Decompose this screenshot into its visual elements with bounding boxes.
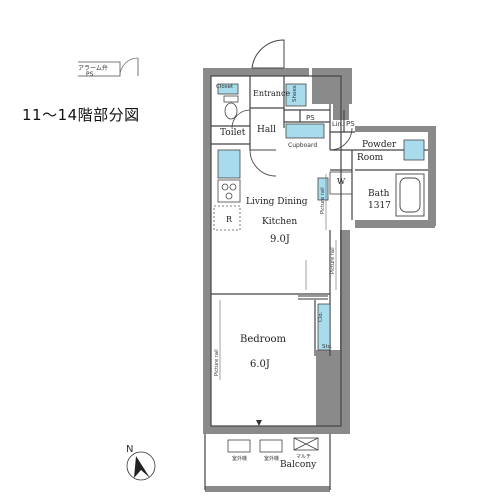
washer-tap (317, 177, 329, 201)
closet-shelf (217, 83, 239, 95)
powder-room-label-1: Powder (362, 140, 397, 150)
picture-rail-label-2: Picture rail (214, 349, 220, 376)
bathtub (395, 173, 425, 217)
washer-label: W (337, 177, 346, 186)
ps-label-2: PS (346, 120, 355, 128)
picture-rail-label-3: Picture rail (330, 247, 336, 274)
walls (203, 68, 436, 492)
closet-storage (317, 303, 331, 351)
bedroom-label: Bedroom (240, 334, 286, 345)
closet-label: Closet (216, 84, 234, 90)
powder-door (329, 127, 353, 151)
outdoor-unit-label-2: 室外機 (264, 455, 279, 462)
bath-size-label: 1317 (368, 201, 391, 211)
picture-rail-label-1: Picture rail (320, 187, 326, 214)
key-plan-ps-label: PS (86, 71, 94, 78)
fixtures (217, 83, 425, 351)
entrance-door (251, 39, 285, 69)
key-plan-alarm-label: アラーム弁 (78, 64, 108, 72)
multi-unit-label: マルチ (296, 454, 311, 460)
washer-space (329, 171, 353, 195)
ps-label-1: PS (306, 114, 315, 122)
ldk-label-1: Living Dining (246, 197, 308, 207)
floor-range-label: 11〜14階部分図 (22, 106, 140, 124)
sliding-partition (298, 295, 328, 300)
storage-label: Sto. (322, 344, 333, 350)
outdoor-unit-label-1: 室外機 (232, 455, 247, 462)
fridge-label: R (226, 215, 233, 224)
cupboard-label: Cupboard (288, 142, 317, 149)
linen-label: Lin. (332, 120, 344, 128)
toilet-fixture (223, 95, 239, 120)
window-marker (256, 420, 262, 426)
room-labels: Closet Entrance Shoes Toilet Hall PS Lin… (214, 84, 397, 470)
closet-clo-label: Clo. (318, 311, 324, 322)
key-plan: アラーム弁 PS (78, 57, 139, 78)
toilet-door (231, 109, 251, 129)
bath-label: Bath (368, 189, 390, 199)
powder-sink (403, 139, 425, 161)
ldk-size-label: 9.0J (270, 234, 290, 245)
bedroom-size-label: 6.0J (250, 359, 270, 370)
balcony-label: Balcony (280, 460, 317, 470)
shoes-label: Shoes (292, 85, 298, 102)
picture-rails (219, 174, 337, 380)
outdoor-units (227, 437, 319, 453)
north-label: N (126, 444, 133, 455)
kitchen-sink (217, 149, 241, 179)
cupboard-counter (285, 123, 325, 139)
interior-walls (204, 75, 428, 490)
toilet-label: Toilet (220, 128, 246, 138)
north-compass: N (126, 444, 156, 481)
shoe-cabinet (285, 83, 307, 107)
cooktop (217, 179, 241, 203)
fridge-space (213, 205, 241, 231)
powder-room-label-2: Room (357, 153, 384, 163)
living-door (249, 149, 277, 177)
ldk-label-2: Kitchen (262, 217, 297, 227)
hall-label: Hall (257, 125, 276, 135)
entrance-label: Entrance (253, 89, 290, 98)
